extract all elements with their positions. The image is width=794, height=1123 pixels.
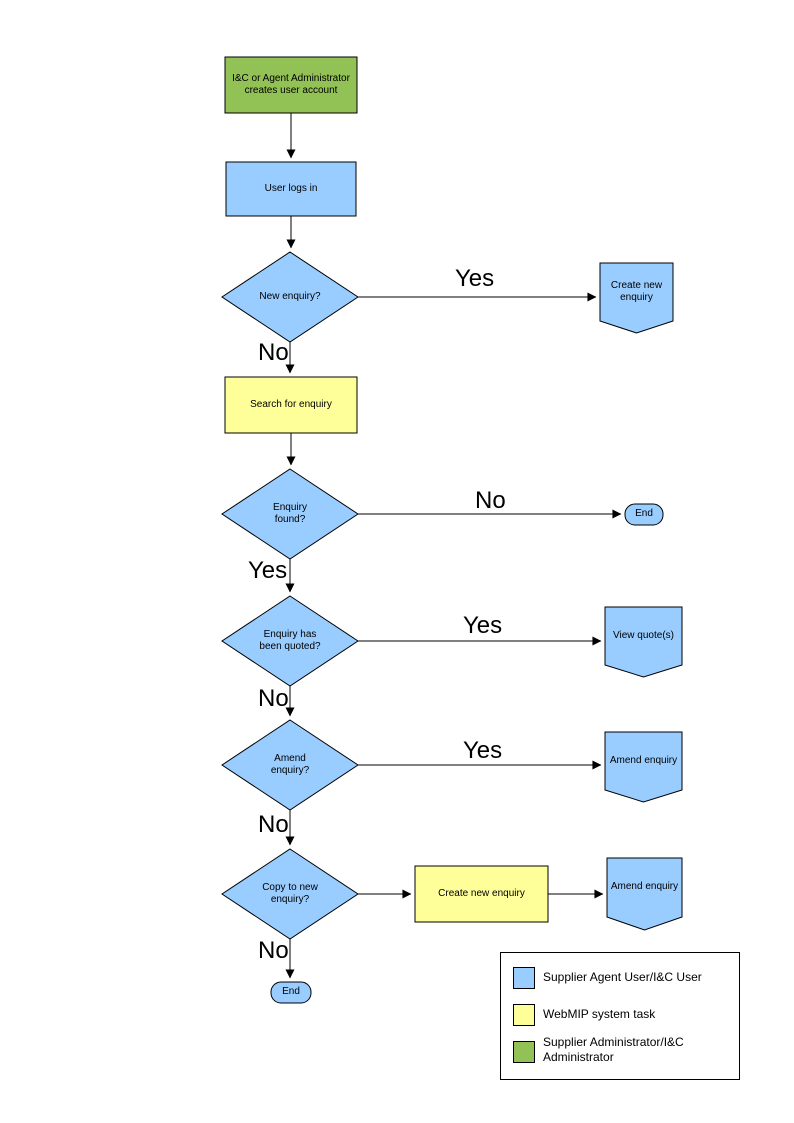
legend-swatch-system: [513, 1004, 535, 1026]
legend-label-system: WebMIP system task: [543, 1006, 656, 1021]
decision-copy-to-new-enquiry: [221, 848, 359, 940]
offpage-create-new-enquiry: [599, 262, 674, 334]
offpage-amend-enquiry-2: [606, 857, 683, 931]
legend-swatch-admin: [513, 1041, 535, 1063]
decision-enquiry-quoted: [221, 595, 359, 687]
terminator-end-1: [624, 503, 664, 526]
legend-box: Supplier Agent User/I&C User WebMIP syst…: [500, 952, 740, 1080]
decision-enquiry-found: [221, 468, 359, 560]
process-create-new-enquiry: [414, 865, 549, 923]
decision-amend-enquiry: [221, 719, 359, 811]
legend-swatch-user: [513, 967, 535, 989]
offpage-view-quotes: [604, 606, 683, 678]
decision-new-enquiry: [221, 251, 359, 343]
terminator-end-2: [270, 981, 312, 1004]
legend-label-admin: Supplier Administrator/I&C Administrator: [543, 1035, 684, 1064]
process-search-for-enquiry: [224, 376, 358, 434]
process-user-logs-in: [225, 161, 357, 217]
process-admin-creates-account: [224, 56, 358, 114]
offpage-amend-enquiry-1: [604, 731, 683, 803]
legend-label-user: Supplier Agent User/I&C User: [543, 969, 702, 984]
